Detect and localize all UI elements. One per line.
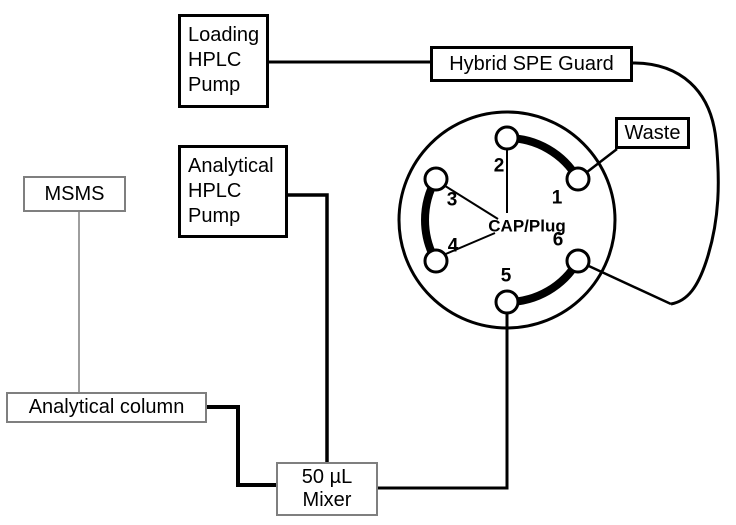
valve-center-label: CAP/Plug bbox=[488, 216, 566, 236]
cap-line-port4 bbox=[440, 232, 496, 257]
msms-box: MSMS bbox=[23, 176, 126, 212]
port-4-label: 4 bbox=[447, 235, 459, 257]
valve-port-2 bbox=[494, 125, 520, 151]
tubing-mixer-to-port5 bbox=[378, 302, 509, 490]
port-2-label: 2 bbox=[493, 155, 505, 177]
valve-port-4 bbox=[423, 248, 449, 274]
mixer-label: 50 µL Mixer bbox=[301, 466, 353, 511]
port-1-label: 1 bbox=[551, 187, 563, 209]
valve-port-3 bbox=[423, 166, 449, 192]
spe-guard-box: Hybrid SPE Guard bbox=[430, 46, 633, 82]
spe-guard-label: Hybrid SPE Guard bbox=[449, 52, 614, 75]
analytical-column-label: Analytical column bbox=[28, 396, 185, 418]
valve-port-6 bbox=[565, 248, 591, 274]
msms-label: MSMS bbox=[44, 182, 105, 205]
tubing-analytical-pump-to-mixer bbox=[288, 193, 329, 462]
cap-line-port3 bbox=[441, 183, 499, 220]
tubing-guard-to-valve-curve bbox=[632, 61, 720, 306]
waste-label: Waste bbox=[624, 121, 681, 144]
port-5-label: 5 bbox=[500, 265, 512, 287]
loading-pump-label: Loading HPLC Pump bbox=[188, 24, 260, 96]
waste-box: Waste bbox=[615, 117, 690, 149]
loading-pump-box: Loading HPLC Pump bbox=[178, 14, 269, 108]
analytical-pump-label: Analytical HPLC Pump bbox=[188, 155, 274, 227]
tubing-port6-line bbox=[577, 259, 672, 306]
analytical-pump-box: Analytical HPLC Pump bbox=[178, 145, 288, 238]
analytical-column-box: Analytical column bbox=[6, 392, 207, 423]
port-6-label: 6 bbox=[552, 229, 564, 251]
port-3-label: 3 bbox=[446, 189, 458, 211]
valve-port-5 bbox=[494, 289, 520, 315]
valve-body bbox=[397, 110, 617, 330]
mixer-box: 50 µL Mixer bbox=[276, 462, 378, 516]
valve-port-1 bbox=[565, 166, 591, 192]
tubing-column-to-mixer bbox=[207, 405, 276, 487]
